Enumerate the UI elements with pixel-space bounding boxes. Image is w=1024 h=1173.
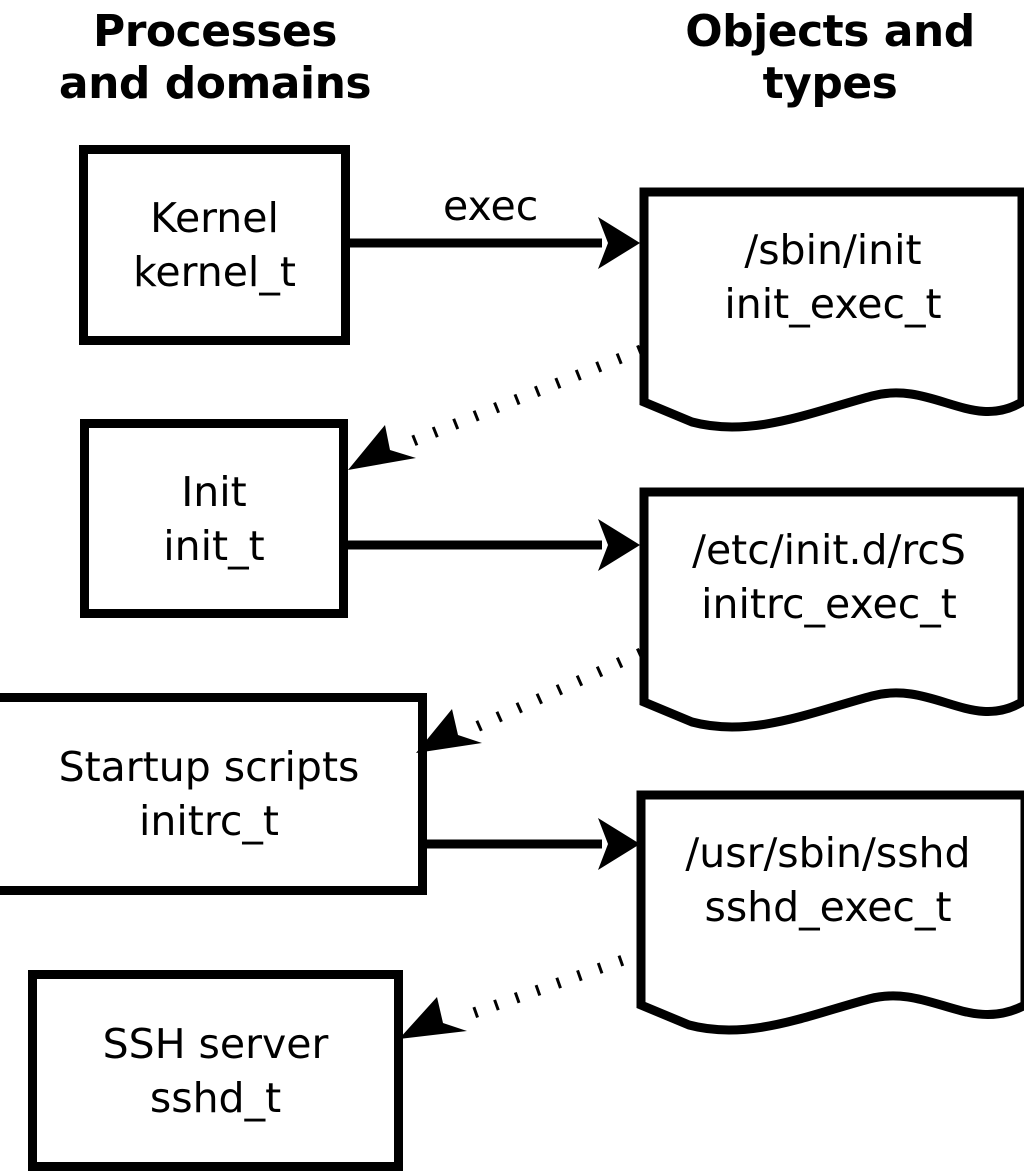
object-shape-sshd-exec[interactable] xyxy=(629,783,1024,1045)
object-label-initrc-exec-line2: initrc_exec_t xyxy=(701,580,957,628)
object-label-init-exec: /sbin/init init_exec_t xyxy=(648,223,1018,331)
process-box-init-line2: init_t xyxy=(163,521,265,570)
edge-label-exec: exec xyxy=(443,182,539,230)
object-label-init-exec-line2: init_exec_t xyxy=(724,280,942,328)
object-label-sshd-exec-line1: /usr/sbin/sshd xyxy=(685,829,971,877)
edge-init-exec-initrc xyxy=(346,519,640,571)
process-box-init-line1: Init xyxy=(181,467,247,516)
process-box-sshd[interactable]: SSH server sshd_t xyxy=(28,970,403,1171)
process-box-sshd-line1: SSH server xyxy=(102,1019,329,1068)
object-label-sshd-exec-line2: sshd_exec_t xyxy=(704,883,952,931)
edge-initrc-exec-to-initrc xyxy=(416,647,644,753)
process-box-initrc-line1: Startup scripts xyxy=(58,743,360,791)
object-shape-init-exec[interactable] xyxy=(632,180,1024,442)
column-header-processes: Processes and domains xyxy=(58,6,372,109)
object-label-sshd-exec: /usr/sbin/sshd sshd_exec_t xyxy=(641,826,1015,934)
object-label-initrc-exec: /etc/init.d/rcS initrc_exec_t xyxy=(644,523,1014,631)
process-box-init[interactable]: Init init_t xyxy=(80,419,348,618)
process-box-kernel[interactable]: Kernel kernel_t xyxy=(79,145,350,345)
object-label-initrc-exec-line1: /etc/init.d/rcS xyxy=(692,526,966,574)
object-label-init-exec-line1: /sbin/init xyxy=(744,226,922,274)
edge-initrc-exec-sshd xyxy=(425,818,640,870)
edge-sshd-exec-to-sshd xyxy=(399,947,645,1039)
object-shape-initrc-exec[interactable] xyxy=(632,480,1024,742)
edge-kernel-exec-init xyxy=(346,217,640,269)
process-box-initrc[interactable]: Startup scripts initrc_t xyxy=(0,693,427,895)
process-box-kernel-line2: kernel_t xyxy=(133,248,296,296)
process-box-initrc-line2: initrc_t xyxy=(139,797,279,845)
process-box-sshd-line2: sshd_t xyxy=(149,1073,282,1122)
process-box-kernel-line1: Kernel xyxy=(150,194,279,242)
edge-init-exec-to-init xyxy=(348,344,644,470)
column-header-objects: Objects and types xyxy=(685,6,975,109)
